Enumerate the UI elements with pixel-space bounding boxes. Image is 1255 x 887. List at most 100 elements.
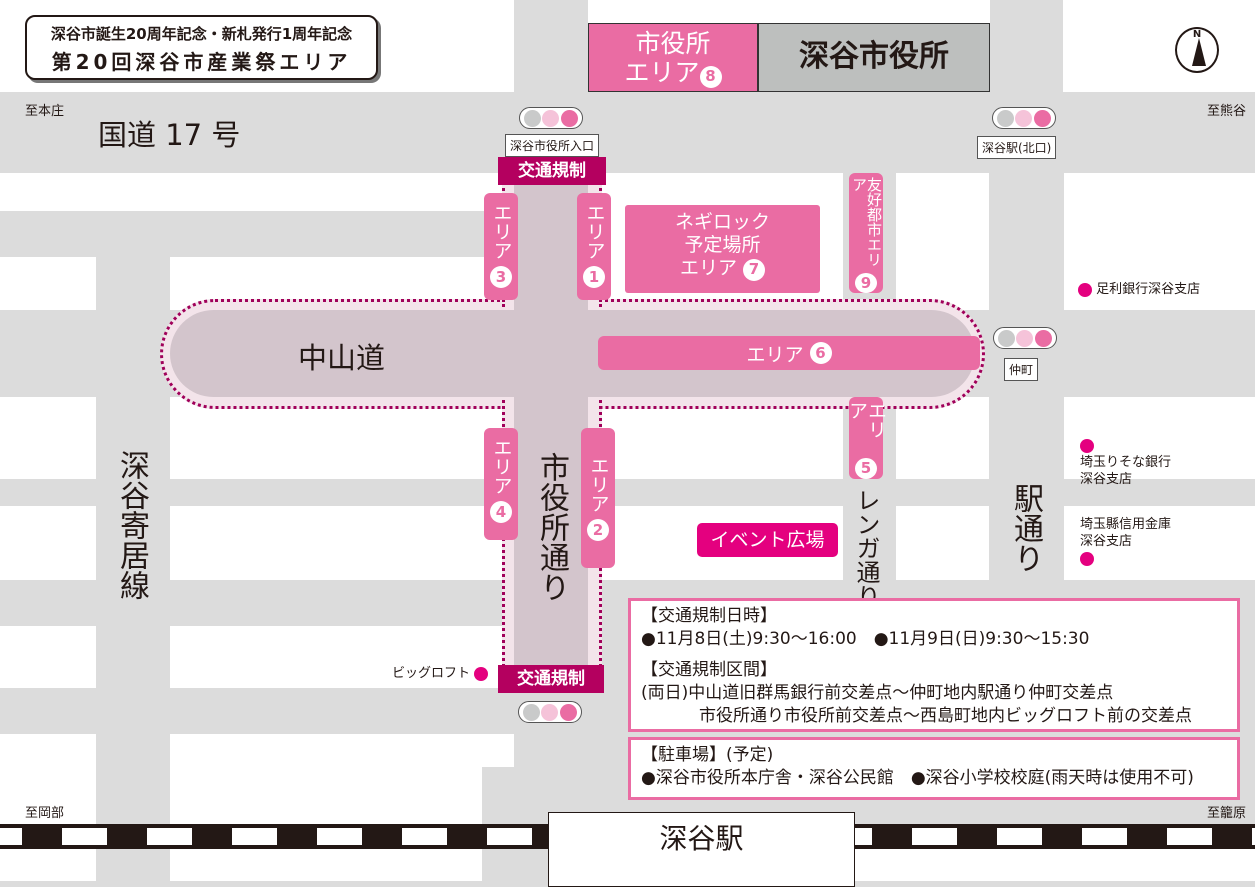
traffic-signal-icon [519,107,583,129]
shiyakusho-dori-road [514,173,588,688]
block [170,397,514,479]
area-number-badge: 5 [855,457,877,479]
area-label: エリア [587,456,610,513]
direction-kagohara: 至籠原 [1207,806,1247,821]
area-number-badge: 9 [855,273,877,293]
block [170,734,514,767]
landmark-label: 深谷支店 [1080,534,1133,549]
block [896,173,989,310]
landmark-label: 埼玉縣信用金庫 [1080,517,1172,532]
direction-honjo: 至本庄 [25,104,65,119]
block [896,506,989,580]
area-4[interactable]: エリア 4 [484,428,518,540]
intersection-label-station-north: 深谷駅(北口) [977,136,1057,159]
area-5[interactable]: エリア 5 [846,397,887,479]
area-label: エリア [746,343,804,366]
area-label: エリア [583,203,606,260]
block [0,397,96,479]
block [0,506,96,580]
map-title: 深谷市誕生20周年記念・新札発行1周年記念 第20回深谷市産業祭エリア [25,15,378,80]
area-number-badge: 2 [587,519,609,541]
direction-okabe: 至岡部 [25,806,65,821]
area-label: エリア [490,203,513,260]
traffic-signal-icon [992,107,1056,129]
intersection-label-city-hall-entrance: 深谷市役所入口 [505,134,600,157]
schedule-day-2: ●11月9日(日)9:30～15:30 [873,629,1090,649]
block [896,397,989,479]
area-label: 友好都市エリア [850,177,883,267]
block [1063,0,1255,92]
traffic-control-info: 【交通規制日時】 ●11月8日(土)9:30～16:00 ●11月9日(日)9:… [628,598,1240,732]
title-line-1: 深谷市誕生20周年記念・新札発行1周年記念 [50,25,353,43]
fukaya-station: 深谷駅 [548,812,855,887]
landmark-ashikaga-bank: 足利銀行深谷支店 [1078,278,1200,297]
section-line-1: (両日)中山道旧群馬銀行前交差点～仲町地内駅通り仲町交差点 [641,683,1114,703]
road-label-shiyakusho-dori: 市役所通り [534,452,569,602]
landmark-bigloft: ビッグロフト [392,662,489,681]
block [1064,397,1255,479]
landmark-label: ビッグロフト [392,666,471,681]
block [588,397,843,479]
event-plaza[interactable]: イベント広場 [697,523,838,557]
block [855,849,1255,881]
traffic-control-north: 交通規制 [498,157,606,185]
area-label: エリア [490,438,513,495]
fukaya-city-hall: 深谷市役所 [758,23,990,92]
parking-item: ●深谷小学校校庭(雨天時は使用不可) [910,768,1194,788]
landmark-label: 埼玉りそな銀行 [1080,455,1172,470]
location-dot-icon [1080,551,1094,566]
area-7-subtitle: 予定場所 [684,234,761,256]
area-number-badge: 6 [809,342,832,364]
area-label: エリア [679,257,737,279]
road-label-fukaya-yorii: 深谷寄居線 [114,450,149,600]
intersection-label-nakacho: 仲町 [1004,358,1039,381]
block [0,173,514,211]
area-2[interactable]: エリア 2 [581,428,615,568]
road-label-route-17: 国道 17 号 [98,118,241,152]
north-compass-icon: N [1175,27,1219,73]
section-line-2: 市役所通り市役所前交差点～西島町地内ビッグロフト前の交差点 [699,706,1192,726]
area-number-badge: 8 [699,65,722,88]
traffic-signal-icon [993,327,1057,349]
parking-item: ●深谷市役所本庁舎・深谷公民館 [641,768,894,788]
road-label-eki-dori: 駅通り [1008,483,1043,573]
area-label: エリア [846,401,887,439]
area-1[interactable]: エリア 1 [577,193,611,300]
parking-heading: 【駐車場】(予定) [641,745,774,765]
area-number-badge: 3 [490,266,512,288]
landmark-label: 深谷支店 [1080,472,1133,487]
block [170,506,514,580]
block [0,626,96,688]
section-heading: 【交通規制区間】 [641,660,777,680]
block [170,626,514,688]
direction-kumagaya: 至熊谷 [1207,104,1247,119]
location-dot-icon [1080,438,1094,453]
road-label-renga-dori: レンガ通り [852,488,880,608]
landmark-resona-bank: 埼玉りそな銀行深谷支店 [1080,437,1171,488]
location-dot-icon [1078,282,1092,297]
city-hall-area-label: 市役所 [635,29,711,58]
area-9-friendship-city[interactable]: 友好都市エリア 9 [849,173,883,293]
block [1064,173,1255,310]
title-line-2: 第20回深谷市産業祭エリア [51,50,352,74]
area-3[interactable]: エリア 3 [484,193,518,300]
block [0,734,96,881]
area-number-badge: 1 [583,266,605,288]
parking-info: 【駐車場】(予定) ●深谷市役所本庁舎・深谷公民館 ●深谷小学校校庭(雨天時は使… [628,737,1240,800]
traffic-control-south: 交通規制 [498,665,604,693]
landmark-label: 足利銀行深谷支店 [1096,282,1201,297]
area-label: エリア [624,58,700,87]
compass-north-label: N [1192,29,1202,40]
road-label-nakasendo: 中山道 [298,341,386,375]
area-number-badge: 4 [490,501,512,523]
schedule-day-1: ●11月8日(土)9:30～16:00 [641,629,857,649]
traffic-signal-icon [518,701,582,723]
landmark-shinkin-bank: 埼玉縣信用金庫深谷支店 [1080,516,1171,567]
block [1064,506,1255,580]
area-number-badge: 7 [743,258,765,281]
schedule-heading: 【交通規制日時】 [641,606,777,626]
location-dot-icon [474,666,489,681]
